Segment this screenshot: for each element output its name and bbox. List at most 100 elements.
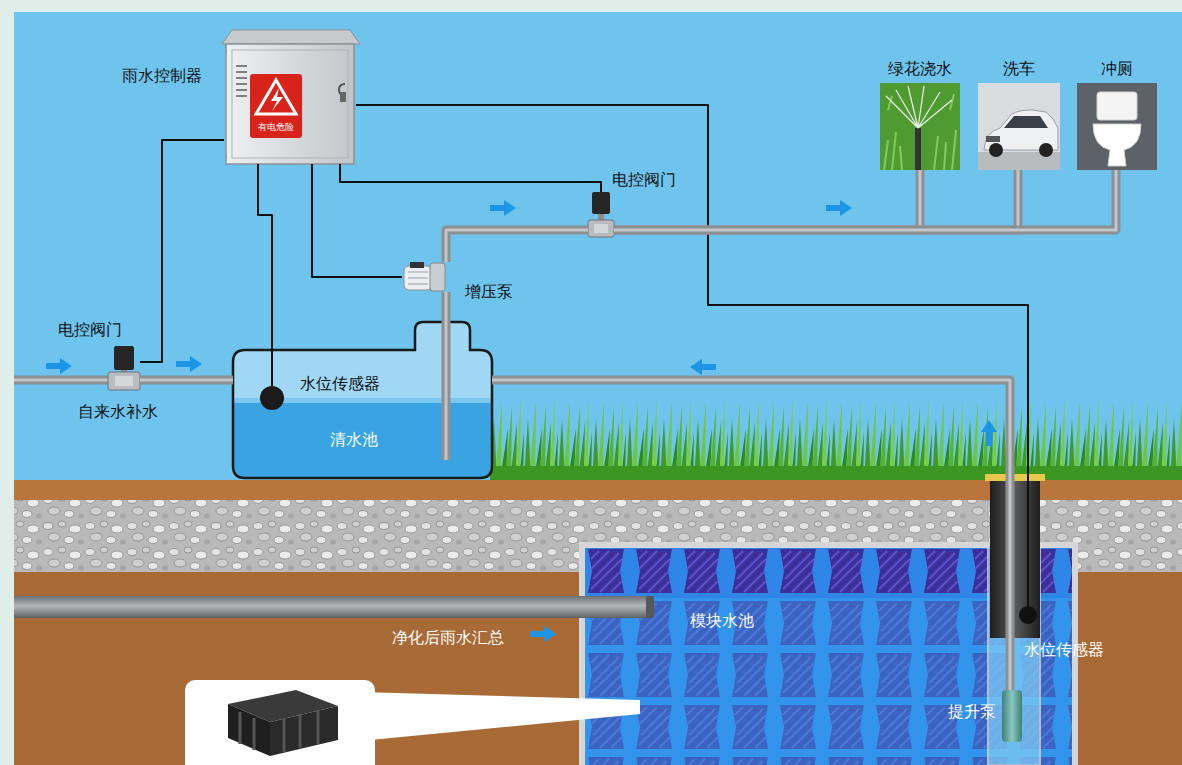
control-wire — [340, 164, 601, 192]
solenoid-valve-drawing — [592, 192, 610, 214]
node-label: 绿花浇水 — [880, 59, 960, 78]
toilet-photo — [1077, 83, 1157, 170]
node-label: 水位传感器 — [1024, 640, 1104, 659]
booster-pump-drawing — [408, 272, 428, 284]
flow-arrows — [490, 200, 516, 216]
control-wire — [356, 105, 1028, 606]
clear-water-tank-drawing — [230, 318, 495, 483]
control-cabinet-drawing — [232, 50, 348, 158]
solenoid-valve-drawing — [594, 224, 608, 233]
water-pipe — [442, 292, 451, 322]
lift-pump: 提升泵 — [1002, 690, 1022, 742]
module-callout — [270, 706, 338, 756]
solenoid-valve-drawing — [115, 376, 133, 386]
solenoid-valve-drawing — [108, 372, 140, 390]
solenoid-valve-drawing — [588, 192, 614, 237]
booster-pump: 增压泵 — [402, 262, 446, 292]
water-pipe — [446, 292, 447, 322]
inlet-pipe — [14, 596, 650, 618]
car-photo — [986, 136, 1000, 142]
node-label: 提升泵 — [948, 702, 996, 721]
lawn-photo — [915, 128, 921, 170]
grass — [490, 398, 1182, 480]
water-pipe — [614, 170, 1116, 230]
control-wire — [340, 164, 601, 192]
pipe-highlight — [614, 170, 1116, 230]
lawn-photo — [880, 83, 960, 170]
clear-water-tank-drawing — [230, 398, 495, 483]
use-photo: 冲厕 — [1077, 83, 1157, 170]
control-cabinet-drawing — [236, 66, 247, 96]
control-wire — [312, 164, 402, 277]
control-cabinet-drawing — [271, 88, 283, 111]
lawn-photo — [880, 83, 960, 170]
well — [990, 478, 1040, 638]
solenoid-valve-drawing — [108, 346, 140, 390]
control-cabinet-drawing — [222, 30, 360, 164]
control-cabinet-drawing — [250, 74, 302, 138]
mains-pipe — [14, 376, 108, 385]
pipe-label: 净化后雨水汇总 — [392, 628, 504, 647]
water-pipe — [492, 380, 1010, 690]
control-cabinet-drawing — [222, 30, 360, 44]
control-wire — [140, 140, 224, 362]
clear-water-tank: 清水池 水位传感器 — [233, 322, 492, 478]
booster-pump-drawing — [430, 263, 445, 291]
control-wire — [312, 164, 402, 277]
booster-pump-drawing — [404, 262, 445, 291]
node-label: 冲厕 — [1077, 59, 1157, 78]
level-sensor: 水位传感器 — [1019, 606, 1037, 624]
flow-arrows — [826, 200, 852, 216]
sign-text: 有电危险 — [250, 122, 302, 133]
control-cabinet: 雨水控制器有电危险 — [224, 32, 356, 164]
control-wire — [258, 164, 272, 386]
flow-arrows — [530, 626, 556, 642]
node-label: 雨水控制器 — [122, 66, 202, 85]
node-label: 电控阀门 — [612, 170, 676, 189]
water-pipe — [140, 376, 233, 385]
water-pipe — [492, 380, 1010, 690]
mains-pipe — [14, 379, 108, 382]
water-pipe — [140, 380, 233, 381]
toilet-photo — [1097, 92, 1137, 120]
module-callout — [228, 704, 270, 756]
flow-arrows — [46, 200, 997, 642]
booster-pump-drawing — [410, 262, 424, 268]
car-photo — [1039, 143, 1053, 157]
module-callout — [240, 710, 318, 752]
clear-water-tank-drawing — [230, 318, 495, 483]
pipe-label: 自来水补水 — [78, 402, 158, 421]
car-photo — [1004, 116, 1048, 128]
flow-arrows — [46, 358, 72, 374]
solenoid-valve-drawing — [114, 346, 134, 370]
use-photo: 绿花浇水 — [880, 83, 960, 170]
connectors — [140, 105, 1116, 690]
grass — [490, 466, 1182, 480]
toilet-photo — [1093, 124, 1141, 166]
pipe-highlight — [140, 379, 233, 382]
control-wire — [140, 140, 224, 362]
well — [985, 474, 1045, 481]
pipe-highlight — [446, 230, 588, 262]
car-photo — [978, 83, 1060, 170]
node-label: 清水池 — [330, 430, 378, 449]
solenoid-valve-drawing — [598, 214, 604, 220]
node-label: 增压泵 — [465, 282, 513, 301]
use-photo: 洗车 — [978, 83, 1060, 170]
level-sensor: 水位传感器 — [260, 386, 284, 410]
car-photo — [989, 143, 1003, 157]
module-pool: 模块水池 水位传感器提升泵 — [582, 545, 1075, 765]
control-cabinet-drawing — [340, 92, 346, 102]
water-pipe — [446, 230, 588, 262]
flow-arrows — [981, 420, 997, 446]
node-label: 洗车 — [978, 59, 1060, 78]
inlet-pipe — [646, 596, 654, 618]
module-callout — [360, 692, 640, 740]
solenoid-valve: 电控阀门 — [108, 346, 140, 392]
inlet-pipe — [14, 596, 654, 618]
pipe-highlight — [445, 292, 448, 322]
control-cabinet-drawing — [256, 80, 296, 114]
node-label: 模块水池 — [690, 611, 754, 630]
